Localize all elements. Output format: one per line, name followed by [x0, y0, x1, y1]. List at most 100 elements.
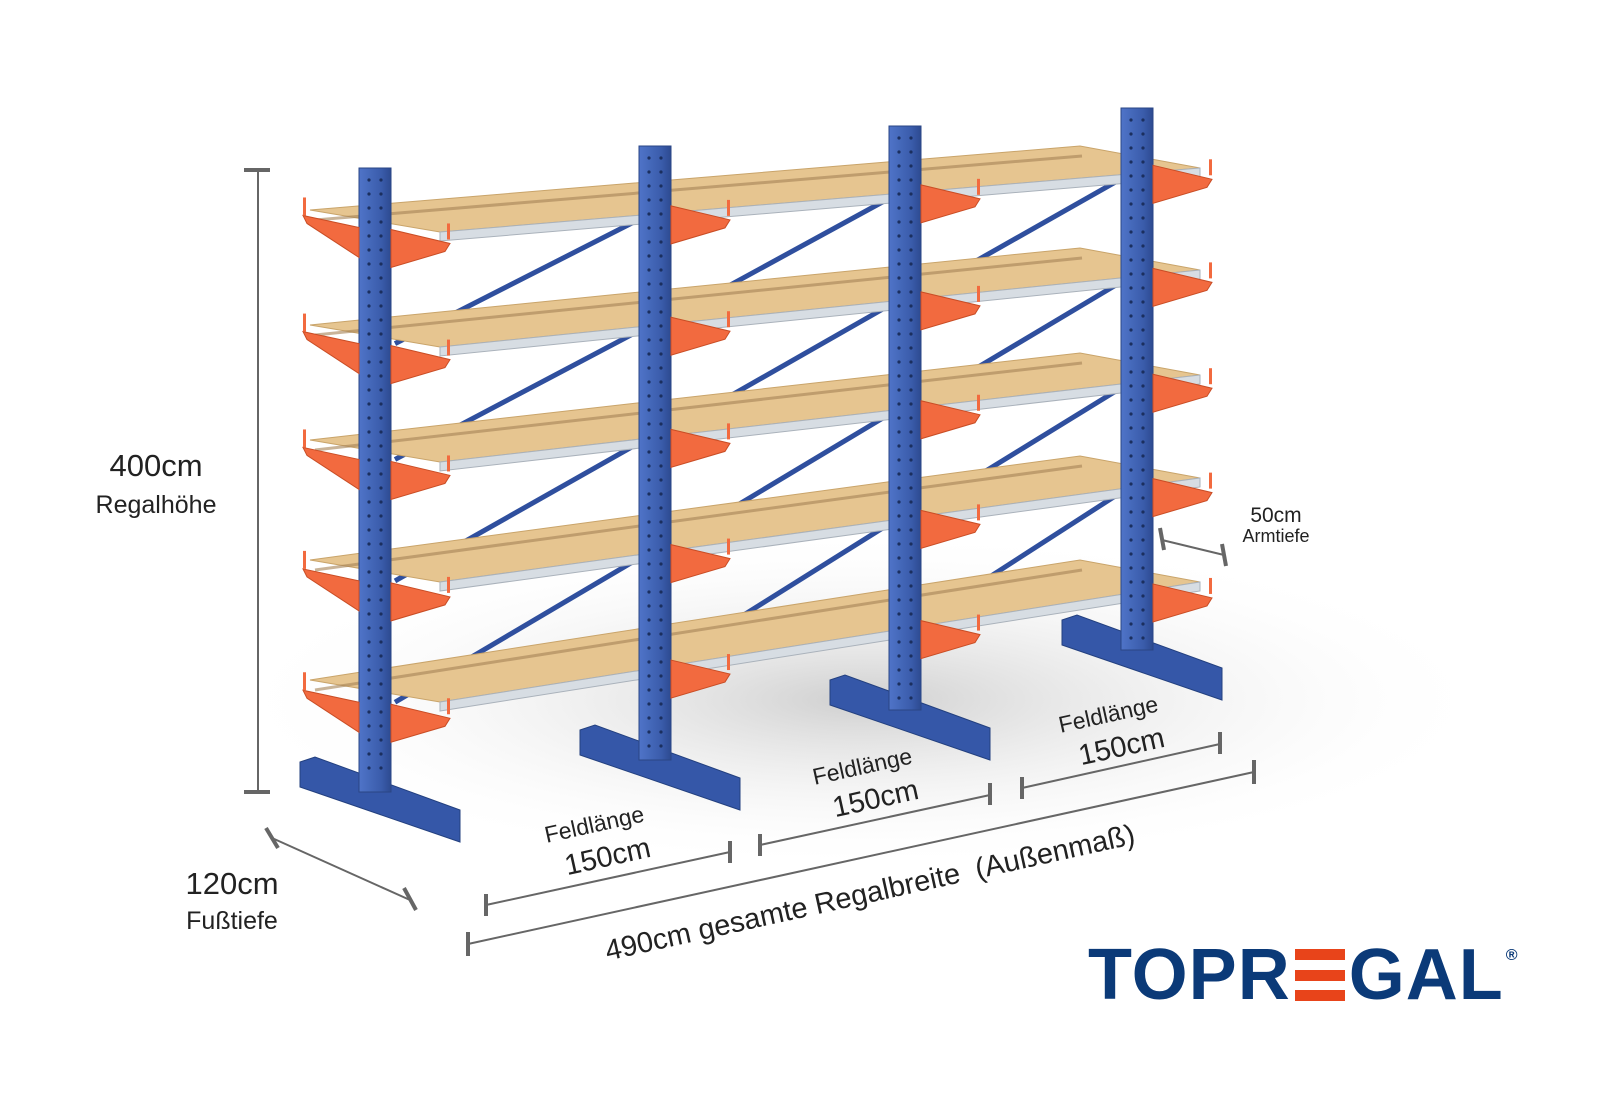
front-arm	[920, 619, 981, 660]
column-upright	[1120, 107, 1154, 651]
column-hole	[659, 282, 663, 286]
column-hole	[379, 248, 383, 252]
column-hole	[1129, 244, 1133, 248]
column-hole	[897, 654, 901, 658]
column-hole	[1141, 496, 1145, 500]
column-hole	[647, 296, 651, 300]
column-hole	[909, 444, 913, 448]
arm-stop	[447, 339, 450, 356]
column-hole	[659, 296, 663, 300]
column-hole	[647, 310, 651, 314]
column-hole	[909, 248, 913, 252]
column-hole	[659, 576, 663, 580]
column-hole	[367, 570, 371, 574]
column-hole	[659, 408, 663, 412]
column-hole	[659, 744, 663, 748]
column-hole	[379, 612, 383, 616]
column-hole	[659, 534, 663, 538]
column-hole	[1141, 426, 1145, 430]
column-hole	[367, 458, 371, 462]
column-hole	[897, 584, 901, 588]
arm-stop	[447, 698, 450, 715]
column-hole	[379, 402, 383, 406]
column-hole	[1129, 622, 1133, 626]
arm-stop	[447, 223, 450, 240]
column-hole	[367, 276, 371, 280]
shelf-board	[309, 247, 1201, 348]
column-hole	[909, 402, 913, 406]
column-hole	[367, 626, 371, 630]
column-hole	[909, 388, 913, 392]
shelf-board	[309, 145, 1201, 233]
column-hole	[647, 604, 651, 608]
column-hole	[659, 240, 663, 244]
column-hole	[1141, 356, 1145, 360]
column-hole	[647, 436, 651, 440]
column-hole	[367, 542, 371, 546]
column-hole	[1141, 412, 1145, 416]
column-hole	[659, 226, 663, 230]
arm-stop	[303, 429, 306, 448]
column-hole	[367, 472, 371, 476]
column-hole	[647, 212, 651, 216]
arm-stop	[727, 199, 730, 216]
column-hole	[1141, 580, 1145, 584]
front-arm	[670, 205, 731, 245]
column-hole	[379, 640, 383, 644]
column-hole	[647, 660, 651, 664]
column-hole	[647, 618, 651, 622]
front-arm	[390, 460, 451, 501]
column-hole	[647, 506, 651, 510]
column-hole	[1129, 160, 1133, 164]
column-hole	[1129, 412, 1133, 416]
column-hole	[367, 598, 371, 602]
column-hole	[367, 290, 371, 294]
column-hole	[647, 226, 651, 230]
column-hole	[897, 388, 901, 392]
column-hole	[647, 156, 651, 160]
column-hole	[379, 346, 383, 350]
column-hole	[647, 548, 651, 552]
column-hole	[909, 416, 913, 420]
column-hole	[1129, 286, 1133, 290]
column-hole	[909, 374, 913, 378]
column-hole	[897, 304, 901, 308]
column-hole	[897, 150, 901, 154]
column-hole	[1141, 174, 1145, 178]
column-hole	[1129, 496, 1133, 500]
column-hole	[659, 716, 663, 720]
column-hole	[379, 696, 383, 700]
arm-stop	[303, 550, 306, 569]
field-1-dimension-line	[485, 851, 731, 906]
column-hole	[897, 640, 901, 644]
column-hole	[659, 184, 663, 188]
column-hole	[1129, 132, 1133, 136]
column-hole	[909, 654, 913, 658]
column-hole	[659, 464, 663, 468]
column-hole	[379, 542, 383, 546]
column-foot	[829, 674, 991, 761]
column-hole	[647, 562, 651, 566]
column-hole	[367, 304, 371, 308]
column-hole	[367, 710, 371, 714]
registered-mark: ®	[1505, 947, 1519, 964]
column-hole	[897, 192, 901, 196]
column-hole	[379, 444, 383, 448]
column-hole	[897, 514, 901, 518]
column-hole	[1141, 524, 1145, 528]
column-hole	[1129, 328, 1133, 332]
column-hole	[647, 338, 651, 342]
arm-stop	[727, 423, 730, 440]
column-hole	[1141, 384, 1145, 388]
column-hole	[1129, 608, 1133, 612]
column-hole	[1129, 272, 1133, 276]
column-hole	[647, 282, 651, 286]
arm-depth-dimension-line	[1161, 539, 1225, 556]
column-hole	[1129, 636, 1133, 640]
column-hole	[367, 318, 371, 322]
column-hole	[367, 262, 371, 266]
column-hole	[379, 416, 383, 420]
column-hole	[367, 402, 371, 406]
column-hole	[367, 738, 371, 742]
front-arm	[390, 344, 451, 385]
